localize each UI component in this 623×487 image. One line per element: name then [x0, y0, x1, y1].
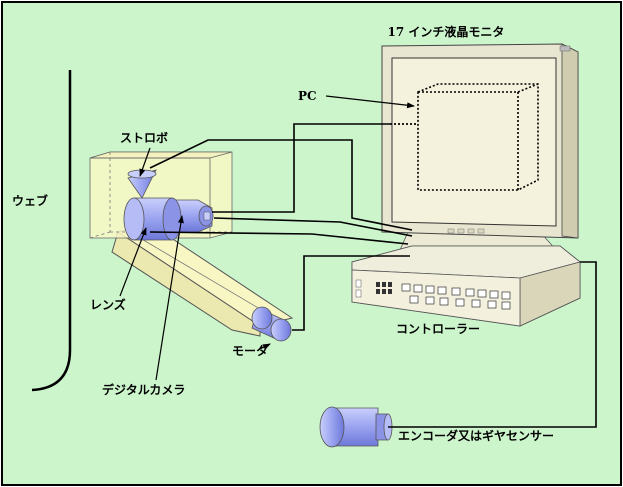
- cables: [149, 123, 597, 428]
- pc-box: [417, 83, 539, 191]
- label-encoder: エンコーダ又はギヤセンサー: [398, 428, 554, 443]
- label-strobe: ストロボ: [120, 130, 168, 145]
- leader-arrows: [119, 95, 415, 381]
- label-digital-camera: デジタルカメラ: [102, 382, 185, 397]
- label-motor: モータ: [232, 344, 268, 358]
- controller: [351, 245, 581, 327]
- label-pc: PC: [298, 89, 317, 103]
- label-controller: コントローラー: [396, 322, 480, 336]
- label-web: ウェブ: [12, 193, 48, 208]
- lens: [123, 197, 182, 241]
- label-lens: レンズ: [90, 297, 126, 312]
- encoder: [319, 406, 393, 448]
- web-line: [31, 70, 72, 392]
- label-monitor: 17 インチ液晶モニタ: [388, 24, 505, 39]
- motor: [251, 306, 292, 342]
